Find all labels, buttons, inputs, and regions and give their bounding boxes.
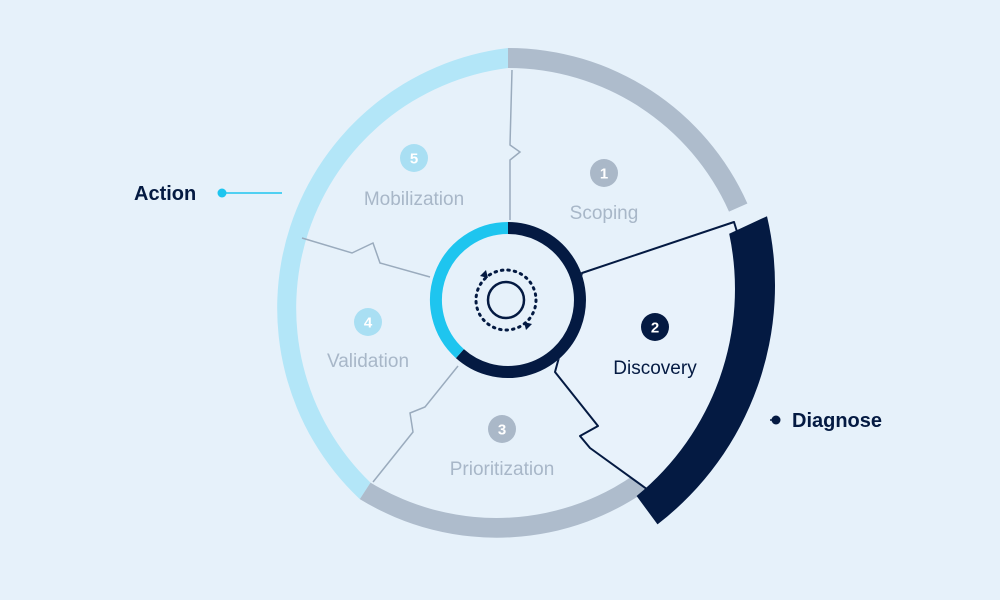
step-2[interactable]: 2 Discovery	[613, 313, 697, 379]
step-4[interactable]: 4 Validation	[327, 308, 409, 372]
step-5-label: Mobilization	[364, 189, 464, 210]
diagnose-label: Diagnose	[792, 410, 882, 432]
step-1[interactable]: 1 Scoping	[570, 159, 639, 224]
step-4-label: Validation	[327, 351, 409, 372]
neutral-ring-segment-top	[508, 48, 748, 212]
step-3-label: Prioritization	[450, 459, 555, 480]
action-callout: Action	[134, 183, 282, 205]
step-1-label: Scoping	[570, 203, 639, 224]
divider-line-top	[509, 69, 522, 220]
hub-fill	[430, 222, 586, 378]
step-1-number-badge	[590, 159, 618, 187]
diagnose-callout: Diagnose	[770, 410, 882, 432]
step-5-number: 5	[410, 151, 418, 168]
step-3[interactable]: 3 Prioritization	[450, 415, 555, 480]
hub-ring-dark	[455, 222, 586, 378]
neutral-ring-segment-bottom	[359, 467, 656, 538]
hub-ring-cyan	[430, 222, 509, 359]
divider-line-bottom-left	[372, 365, 459, 483]
step-2-label: Discovery	[613, 358, 697, 379]
step-1-number: 1	[600, 166, 608, 183]
step-5[interactable]: 5 Mobilization	[364, 144, 464, 210]
step-2-number: 2	[651, 320, 659, 337]
step-4-number: 4	[364, 315, 373, 332]
step-2-number-badge	[641, 313, 669, 341]
cycle-icon	[474, 268, 538, 332]
diagnose-ring-segment	[636, 216, 776, 525]
diagnose-dot-marker	[771, 415, 781, 425]
step-3-number-badge	[488, 415, 516, 443]
action-label: Action	[134, 183, 196, 205]
action-ring-segment	[277, 48, 508, 500]
step-4-number-badge	[354, 308, 382, 336]
step-5-number-badge	[400, 144, 428, 172]
action-dot-marker	[217, 188, 227, 198]
step-3-number: 3	[498, 422, 506, 439]
divider-line-left	[301, 237, 431, 278]
